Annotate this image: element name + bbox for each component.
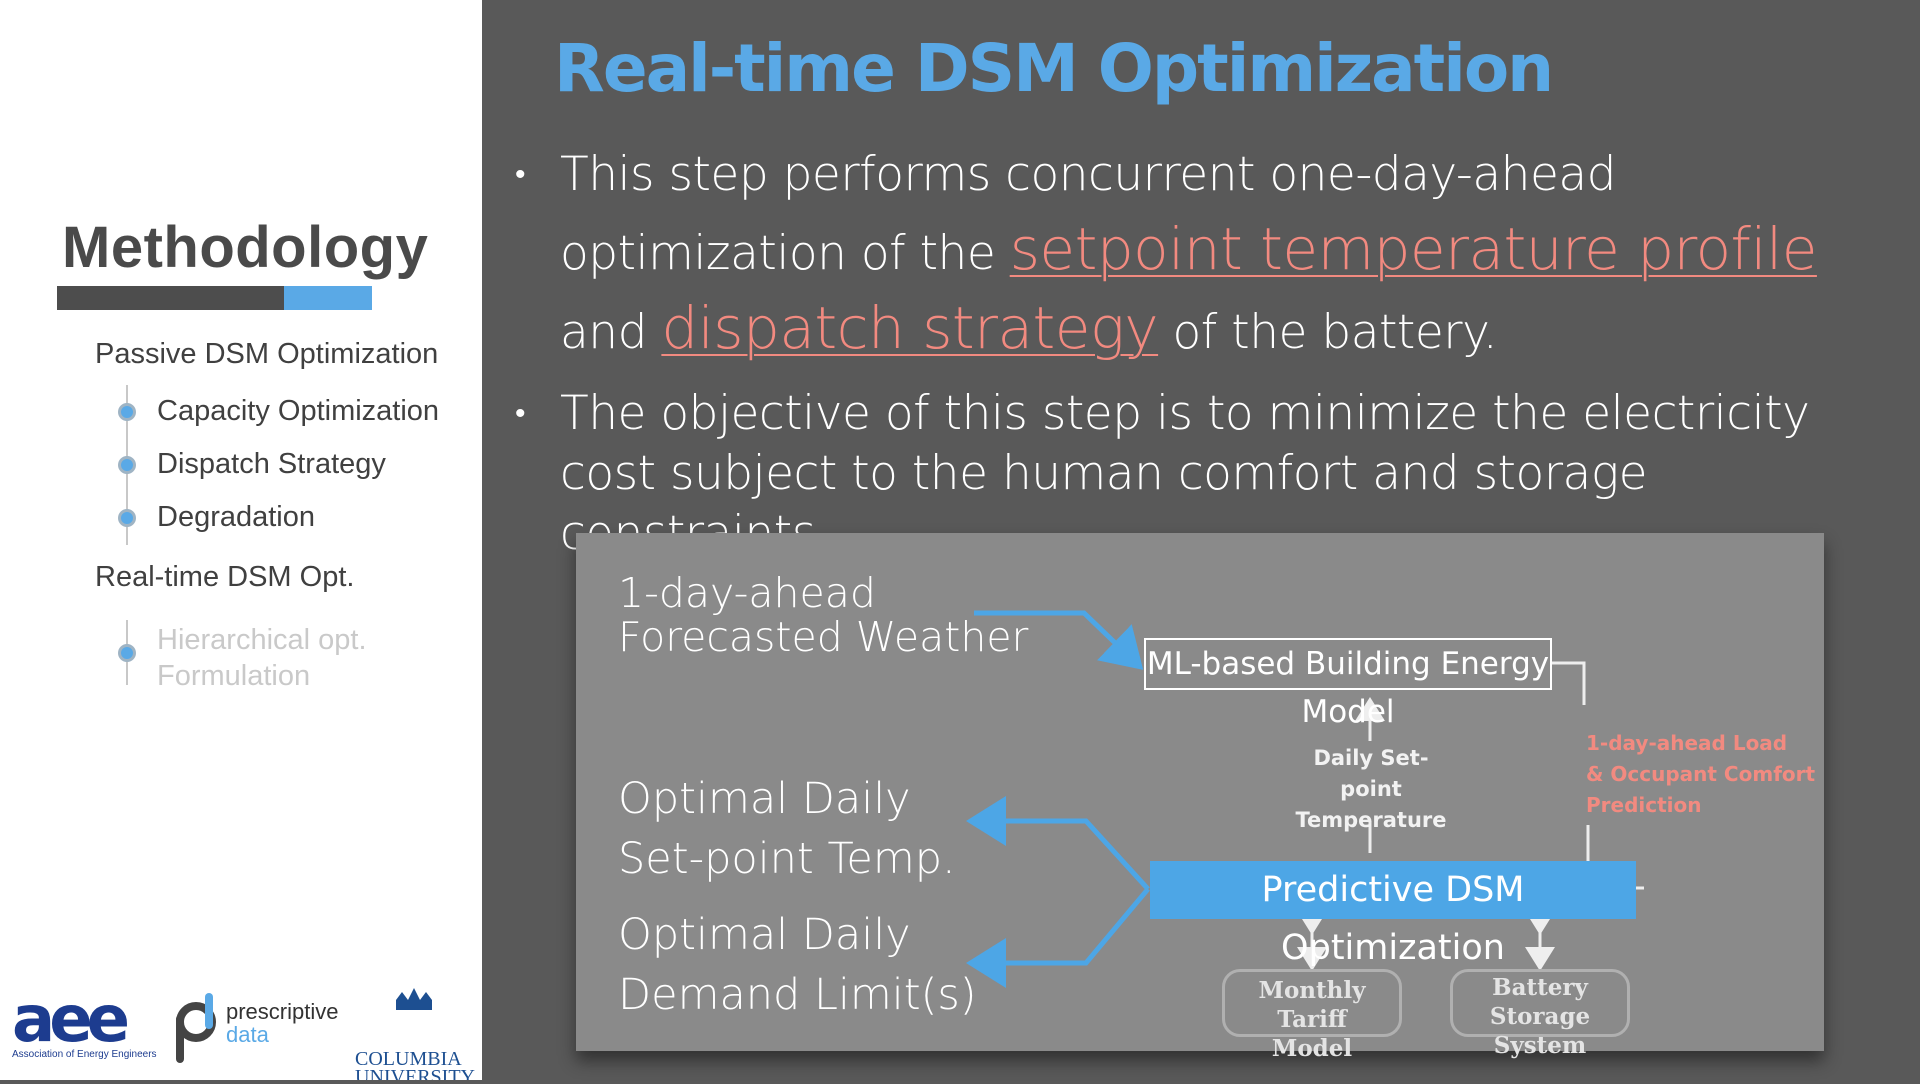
battery-label-line: Storage System xyxy=(1489,1003,1591,1059)
bullet-text: and xyxy=(560,305,662,360)
timeline-dot xyxy=(118,456,136,474)
predictive-dsm-box: Predictive DSM Optimization xyxy=(1150,861,1636,968)
output-label-line: Demand Limit(s) xyxy=(618,970,977,1020)
aee-logo-caption: Association of Energy Engineers xyxy=(12,1049,157,1060)
battery-storage-box: Battery Storage System xyxy=(1450,969,1630,1059)
weather-label: 1-day-ahead Forecasted Weather xyxy=(618,571,1028,659)
tariff-label-line: Model xyxy=(1271,1035,1353,1062)
weather-label-line: Forecasted Weather xyxy=(618,613,1029,661)
load-label-line: Prediction xyxy=(1586,793,1702,817)
arrow-to-setpoint-output xyxy=(966,796,1150,891)
columbia-logo-text: COLUMBIA xyxy=(355,1048,462,1070)
pd-logo-accent xyxy=(205,993,213,1029)
load-label-line: 1-day-ahead Load xyxy=(1586,731,1788,755)
output-demand-label: Optimal Daily Demand Limit(s) xyxy=(618,905,977,1025)
crown-icon xyxy=(396,988,432,1010)
bullet-list: • This step performs concurrent one-day-… xyxy=(515,138,1915,564)
slide-title: Real-time DSM Optimization xyxy=(554,30,1554,107)
output-label-line: Optimal Daily xyxy=(618,910,911,960)
sidebar-item-formulation[interactable]: Formulation xyxy=(157,660,311,692)
setpoint-label: Daily Set-point Temperature xyxy=(1288,743,1454,836)
diagram-arrows xyxy=(966,610,1644,988)
bullet-icon: • xyxy=(515,396,526,431)
flow-diagram: 1-day-ahead Forecasted Weather ML-based … xyxy=(576,533,1824,1062)
setpoint-label-line: Daily Set-point xyxy=(1313,746,1429,801)
partner-logos: aee Association of Energy Engineers pres… xyxy=(12,983,475,1084)
arrow-weather-to-model xyxy=(974,610,1144,670)
logo-strip: aee Association of Energy Engineers pres… xyxy=(0,975,482,1084)
timeline-dot xyxy=(118,509,136,527)
load-label-line: & Occupant Comfort xyxy=(1586,762,1816,786)
output-label-line: Set-point Temp. xyxy=(618,834,956,884)
highlight-setpoint-profile: setpoint temperature profile xyxy=(1009,215,1818,283)
sidebar-item-degradation[interactable]: Degradation xyxy=(157,501,315,533)
columbia-logo-subtext: UNIVERSITY xyxy=(355,1066,475,1080)
bullet-point: • This step performs concurrent one-day-… xyxy=(515,138,1915,370)
ml-model-box: ML-based Building Energy Model xyxy=(1144,638,1552,730)
title-underline-blue xyxy=(284,286,372,310)
section-realtime-dsm[interactable]: Real-time DSM Opt. xyxy=(95,561,355,593)
weather-label-line: 1-day-ahead xyxy=(618,569,876,617)
bullet-icon: • xyxy=(515,157,526,192)
timeline-dot xyxy=(118,644,136,662)
timeline-dot xyxy=(118,403,136,421)
pd-logo-text: prescriptive xyxy=(226,999,338,1024)
arrow-to-demand-output xyxy=(966,887,1150,988)
line-model-to-load xyxy=(1552,661,1586,705)
sidebar-item-dispatch-strategy[interactable]: Dispatch Strategy xyxy=(157,448,386,480)
sidebar: Methodology Passive DSM Optimization Cap… xyxy=(0,0,482,1084)
bullet-text: The objective of this step is to minimiz… xyxy=(560,386,1810,561)
section-passive-dsm[interactable]: Passive DSM Optimization xyxy=(95,338,439,370)
output-label-line: Optimal Daily xyxy=(618,774,911,824)
highlight-dispatch-strategy: dispatch strategy xyxy=(661,294,1159,362)
tariff-model-box: Monthly Tariff Model xyxy=(1222,969,1402,1062)
pd-logo-subtext: data xyxy=(226,1022,270,1047)
battery-label-line: Battery xyxy=(1492,974,1588,1001)
sidebar-title: Methodology xyxy=(62,215,429,280)
aee-logo-mark: aee xyxy=(12,983,128,1057)
bullet-text: of the battery. xyxy=(1158,305,1498,360)
tariff-label-line: Monthly Tariff xyxy=(1258,977,1366,1033)
output-setpoint-label: Optimal Daily Set-point Temp. xyxy=(618,769,956,889)
title-underline-dark xyxy=(57,286,285,310)
bullet-point: • The objective of this step is to minim… xyxy=(515,384,1915,564)
setpoint-label-line: Temperature xyxy=(1295,808,1447,832)
bullet-text: This step performs concurrent one-day-ah… xyxy=(560,147,1617,281)
sidebar-item-capacity-optimization[interactable]: Capacity Optimization xyxy=(157,395,440,427)
sidebar-item-hierarchical-opt[interactable]: Hierarchical opt. xyxy=(157,624,367,656)
load-prediction-label: 1-day-ahead Load & Occupant Comfort Pred… xyxy=(1586,728,1815,821)
